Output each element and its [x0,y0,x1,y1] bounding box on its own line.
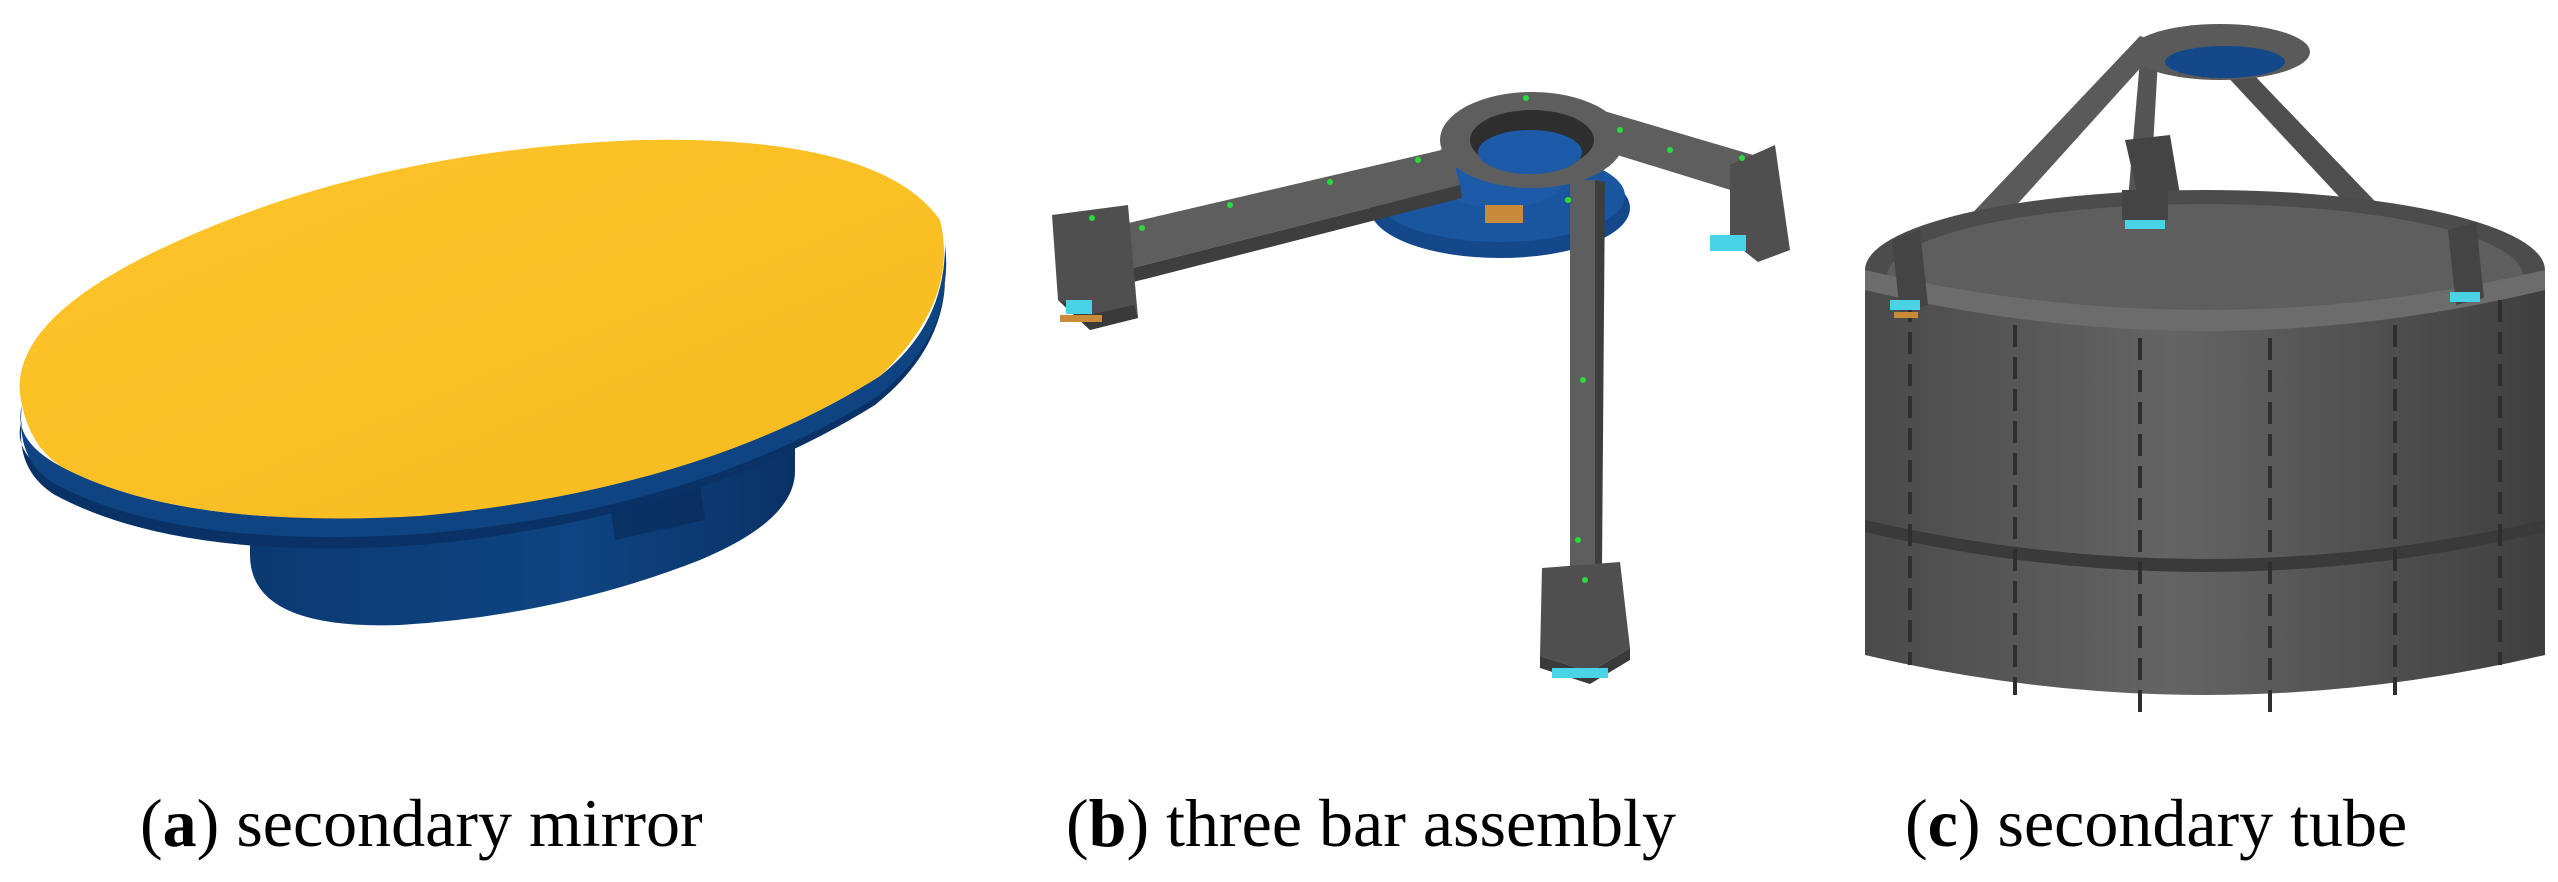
hub-ring [1440,92,1624,223]
mirror-rim [19,245,947,549]
tube-fixtures [1890,190,2484,318]
hub-pad [1485,205,1523,223]
caption-c: (c) secondary tube [1905,785,2408,861]
caption-letter: b [1088,785,1127,861]
secondary-tube-illustration [1865,24,2545,712]
tube-shell [1865,270,2545,712]
caption-b: (b) three bar assembly [1066,785,1676,861]
bar-down [1540,180,1630,684]
caption-label: secondary tube [1997,785,2408,861]
caption-label: secondary mirror [236,785,703,861]
three-bar-assembly-illustration [1052,92,1790,684]
bar-left [1052,148,1462,330]
fixture-bottom [1552,668,1608,678]
panel-secondary-mirror [0,0,980,760]
caption-a: (a) secondary mirror [140,785,703,861]
tracking-markers [1089,95,1745,583]
fixture-left [1066,300,1092,314]
panel-three-bar-assembly [1030,0,1810,760]
fixture-right [1710,235,1746,251]
secondary-mirror-illustration [19,139,947,626]
caption-label: three bar assembly [1166,785,1676,861]
caption-letter: a [162,785,197,861]
panel-secondary-tube [1850,0,2558,760]
mirror-surface [19,139,945,519]
caption-letter: c [1927,785,1958,861]
